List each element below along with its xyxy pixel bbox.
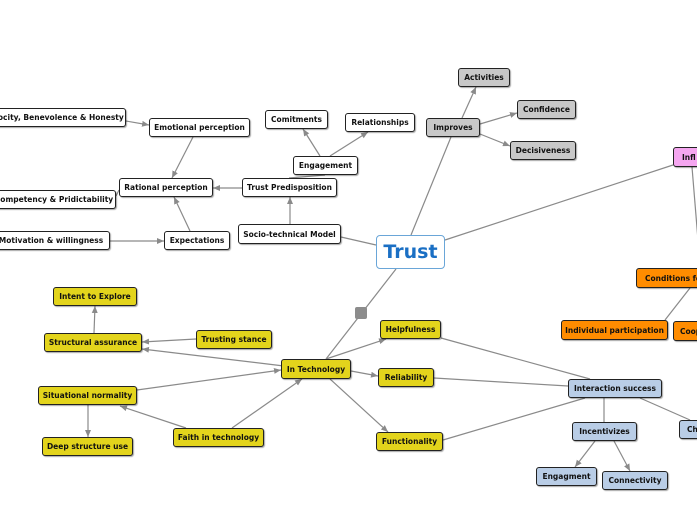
connector-10 [173,196,191,232]
connector-17 [664,287,691,321]
node-decisiveness[interactable]: Decisiveness [510,141,576,160]
node-structural-assurance[interactable]: Structural assurance [44,333,142,352]
connector-19 [325,338,387,360]
node-improves[interactable]: Improves [426,118,480,137]
node-ch[interactable]: Ch [679,420,697,439]
node-in-technology[interactable]: In Technology [281,359,351,379]
connector-6 [288,174,326,179]
node-motivation[interactable]: Motivation & willingness [0,231,110,250]
connector-13 [125,120,150,127]
central-topic-trust[interactable]: Trust [376,235,445,269]
connector-22 [141,338,197,345]
node-trust-predisposition[interactable]: Trust Predisposition [242,178,337,197]
node-functionality[interactable]: Functionality [376,432,443,451]
node-socio-technical-model[interactable]: Socio-technical Model [238,224,341,244]
connector-12 [171,136,194,179]
node-helpfulness[interactable]: Helpfulness [380,320,441,339]
node-individual-participation[interactable]: Individual participation [561,320,668,340]
node-interaction-success[interactable]: Interaction success [568,379,662,398]
node-reliability[interactable]: Reliability [378,368,434,387]
node-situational-normality[interactable]: Situational normality [38,386,137,405]
node-commitments[interactable]: Comitments [265,110,328,129]
connector-27 [119,405,187,429]
connector-4 [340,236,377,246]
node-confidence[interactable]: Confidence [517,100,576,119]
collapse-handle[interactable] [355,307,367,319]
connector-7 [302,128,321,157]
node-intent-to-explore[interactable]: Intent to Explore [53,287,137,306]
node-engagment[interactable]: Engagment [536,467,597,486]
node-faith-in-technology[interactable]: Faith in technology [173,428,264,447]
node-connectivity[interactable]: Connectivity [602,471,668,490]
connector-28 [231,378,303,429]
connector-2 [479,112,518,125]
node-incentivizes[interactable]: Incentivizes [572,422,637,441]
connector-34 [574,440,596,468]
connector-31 [442,397,586,441]
node-expectations[interactable]: Expectations [164,231,230,250]
connector-25 [136,367,282,391]
connector-0 [410,136,452,236]
node-conditions[interactable]: Conditions fo [636,268,697,288]
node-trusting-stance[interactable]: Trusting stance [196,330,272,349]
node-influence[interactable]: Infl [673,147,697,167]
node-rational-perception[interactable]: Rational perception [119,178,213,197]
connector-30 [433,377,569,387]
connector-23 [141,346,285,367]
connector-35 [613,440,631,472]
connector-1 [461,86,477,119]
connector-8 [329,131,369,157]
connector-21 [329,378,389,433]
connector-29 [440,337,591,380]
node-relationships[interactable]: Relationships [345,113,415,132]
node-reciprocity[interactable]: rocity, Benevolence & Honesty [0,108,126,127]
node-competency[interactable]: Competency & Pridictability [0,190,116,209]
connector-24 [91,305,98,334]
node-deep-structure-use[interactable]: Deep structure use [42,437,133,456]
connector-3 [479,133,511,147]
node-emotional-perception[interactable]: Emotional perception [149,118,250,137]
node-engagement[interactable]: Engagement [293,156,358,175]
connector-32 [639,397,691,421]
connector-20 [350,370,379,378]
connector-14 [115,189,120,197]
node-cooperation[interactable]: Coop [673,321,697,341]
connector-15 [444,164,674,241]
node-activities[interactable]: Activities [458,68,510,87]
connector-16 [691,166,697,236]
